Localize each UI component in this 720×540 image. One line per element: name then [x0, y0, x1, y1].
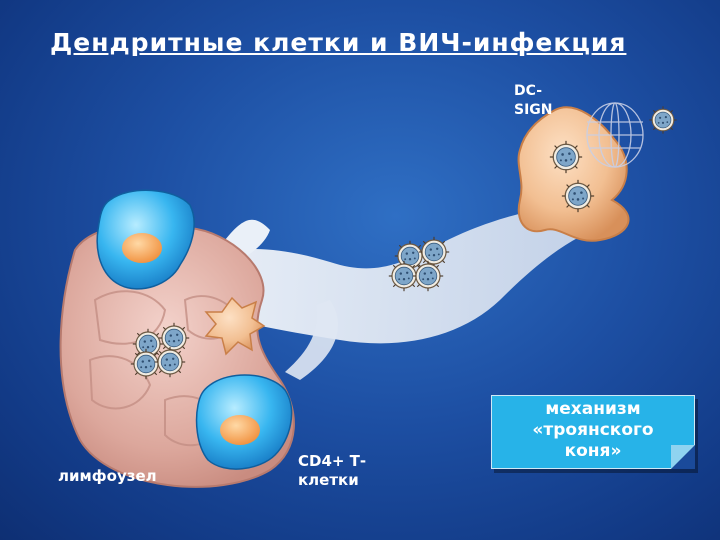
lymph-vessel-branch [285, 300, 339, 380]
t-cell-lower [195, 374, 293, 470]
callout-line: коня» [564, 441, 622, 461]
hiv-virion-icon [648, 105, 678, 135]
page-title: Дендритные клетки и ВИЧ-инфекция [50, 28, 627, 57]
hiv-virion-icon [561, 179, 595, 213]
t-cell-upper [96, 189, 195, 290]
hiv-virion-icon [418, 236, 450, 268]
dendritic-cell-immature [204, 296, 266, 356]
lymph-node-label: лимфоузел [58, 467, 157, 485]
trojan-horse-callout: механизм «троянского коня» [491, 395, 695, 469]
dendritic-cell-mature [517, 106, 630, 242]
hiv-virion-icon [154, 346, 186, 378]
hiv-virion-icon [412, 260, 444, 292]
cd4-t-cells-label: CD4+ Т-клетки [298, 452, 367, 489]
dc-sign-receptor [586, 102, 644, 168]
callout-folded-corner [671, 445, 695, 469]
hiv-virion-icon [158, 322, 190, 354]
hiv-virion-icon [549, 140, 583, 174]
callout-line: «троянского [532, 420, 654, 440]
hiv-virion-icon [130, 348, 162, 380]
dc-sign-label: DC-SIGN [514, 83, 553, 118]
callout-line: механизм [545, 399, 641, 419]
